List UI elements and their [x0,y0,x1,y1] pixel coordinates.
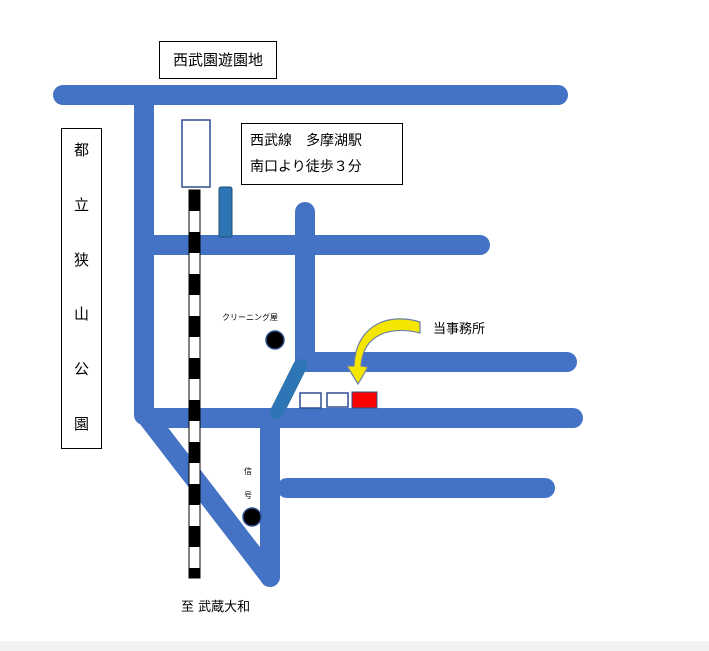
park-char: 園 [73,414,89,433]
railway-track [188,189,201,579]
amusement-park-label: 西武園遊園地 [159,41,277,79]
destination-label: 至 武蔵大和 [181,600,251,615]
park-char: 狭 [73,250,89,269]
traffic-signal-label: 信 号 [244,460,252,508]
footer-bar [0,641,709,651]
signal-char: 信 [244,467,252,476]
neighbor-building-2 [326,392,349,408]
station-line-label: 西武線 多摩湖駅 [250,133,362,149]
signal-char: 号 [244,491,252,500]
cleaning-shop-dot [265,330,285,350]
cleaning-shop-label: クリーニング屋 [222,313,278,322]
station-walk-label: 南口より徒歩３分 [250,159,362,175]
office-marker [351,391,378,409]
station-info-box: 西武線 多摩湖駅 南口より徒歩３分 [241,123,403,185]
road-diagonal-connector [270,359,307,419]
park-char: 立 [73,195,89,214]
sayama-park-label: 都 立 狭 山 公 園 [61,128,102,449]
station-platform [218,186,233,238]
road-diagonal-southwest [138,408,278,584]
park-char: 公 [73,360,89,379]
neighbor-building-1 [299,392,322,409]
station-building [181,119,211,188]
office-arrow-icon [345,318,421,386]
office-label: 当事務所 [433,322,486,337]
traffic-signal-dot [242,507,262,527]
park-char: 山 [73,305,89,324]
park-char: 都 [73,141,89,159]
